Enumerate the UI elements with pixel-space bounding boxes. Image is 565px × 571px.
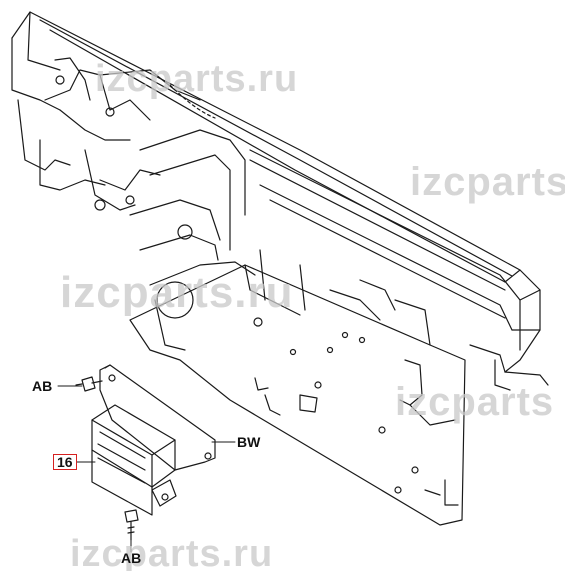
callout-bw: BW [237,434,261,450]
bw-bracket-plate [99,364,216,471]
frame-rail [11,11,549,391]
ecu-module [91,404,177,516]
mount-bracket [11,37,256,351]
fastener-lower [124,509,139,541]
leader-lines [57,385,236,553]
callout-part-16[interactable]: 16 [53,454,77,470]
fastener-upper [75,376,103,392]
callout-ab-upper: AB [32,378,53,394]
callout-ab-lower: AB [121,550,142,566]
mounting-plate [129,249,466,526]
